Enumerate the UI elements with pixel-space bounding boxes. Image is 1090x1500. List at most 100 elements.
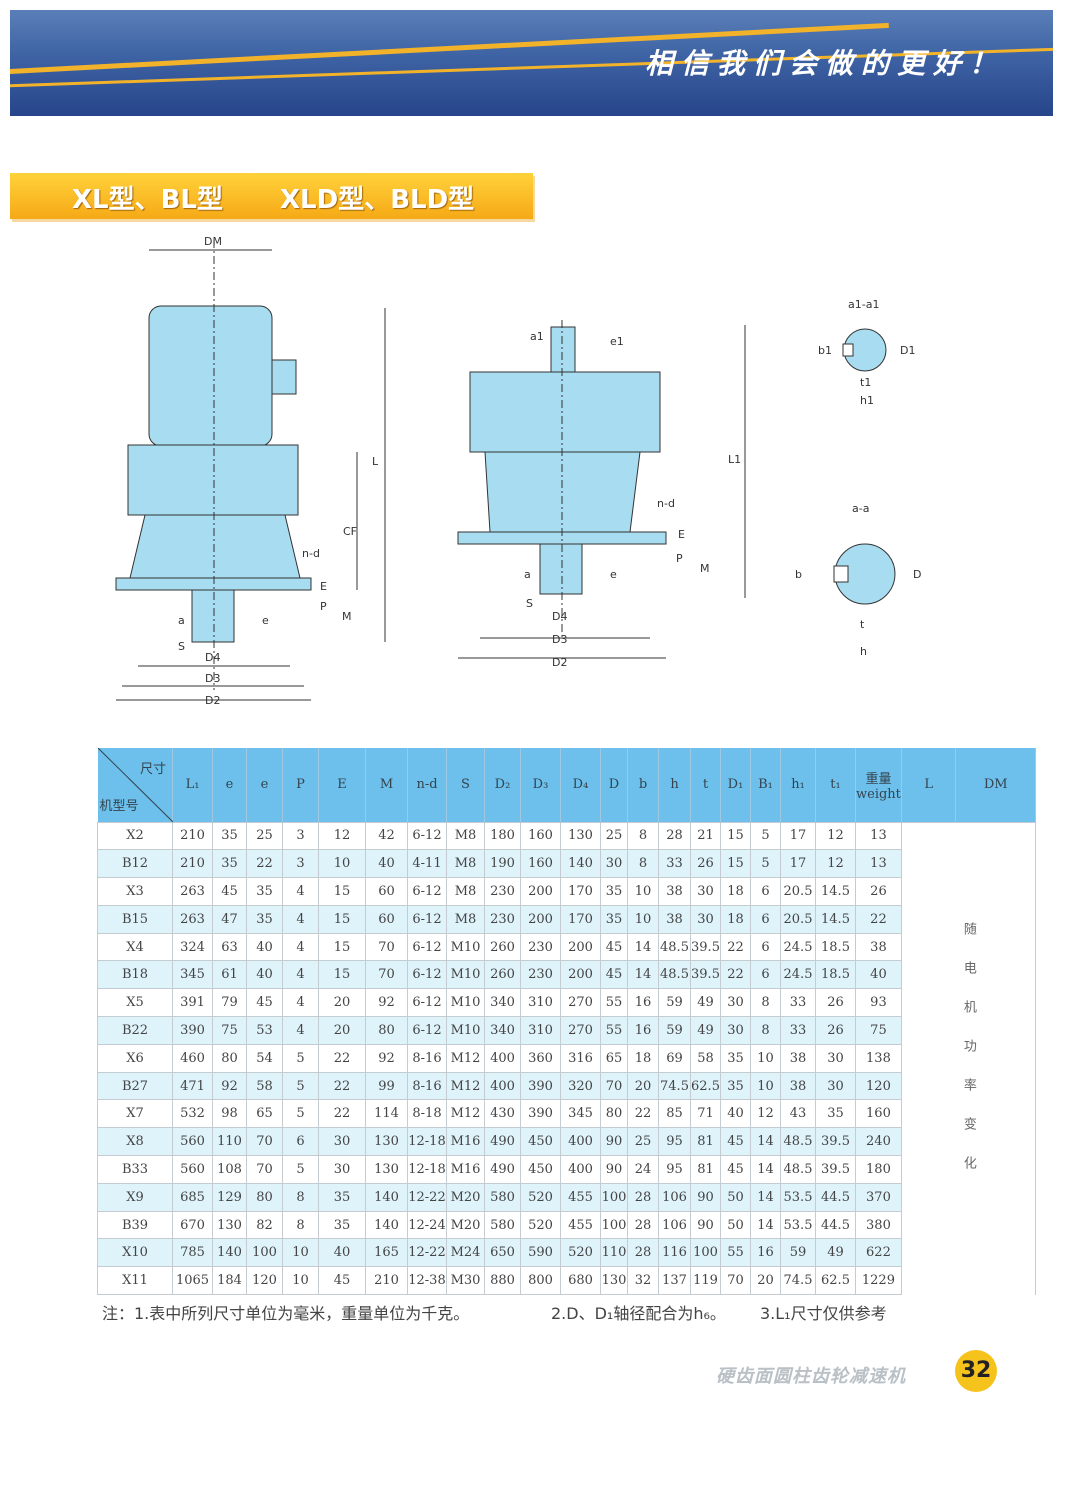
label-d: D <box>913 568 921 581</box>
value-cell: 92 <box>365 988 408 1018</box>
model-cell: X10 <box>97 1238 173 1268</box>
value-cell: 30 <box>600 849 628 879</box>
value-cell: 22 <box>720 960 751 990</box>
value-cell: 13 <box>855 821 902 851</box>
value-cell: 8 <box>282 1210 319 1240</box>
value-cell: 263 <box>172 904 213 934</box>
value-cell: 520 <box>520 1182 561 1212</box>
value-cell: 324 <box>172 932 213 962</box>
value-cell: 48.5 <box>658 932 691 962</box>
value-cell: 48.5 <box>658 960 691 990</box>
value-cell: 40 <box>246 932 283 962</box>
value-cell: 58 <box>690 1043 721 1073</box>
value-cell: 5 <box>282 1043 319 1073</box>
value-cell: 114 <box>365 1099 408 1129</box>
value-cell: 28 <box>627 1182 659 1212</box>
label-p: P <box>320 600 327 613</box>
value-cell: 30 <box>690 904 721 934</box>
section-a1-drawing <box>842 328 887 372</box>
value-cell: 6 <box>750 932 781 962</box>
value-cell: 880 <box>484 1266 521 1296</box>
value-cell: 59 <box>658 988 691 1018</box>
slogan: 相信我们会做的更好！ <box>644 47 1005 80</box>
value-cell: 15 <box>318 932 366 962</box>
value-cell: 580 <box>484 1210 521 1240</box>
value-cell: 240 <box>855 1127 902 1157</box>
value-cell: 622 <box>855 1238 902 1268</box>
value-cell: 345 <box>560 1099 601 1129</box>
value-cell: 140 <box>212 1238 247 1268</box>
model-cell: B27 <box>97 1071 173 1101</box>
value-cell: 18.5 <box>815 932 856 962</box>
column-header: L₁ <box>172 748 213 822</box>
section-a-title: a-a <box>852 502 869 515</box>
value-cell: 160 <box>855 1099 902 1129</box>
value-cell: 6-12 <box>407 960 447 990</box>
value-cell: 60 <box>365 877 408 906</box>
footer-title: 硬齿面圆柱齿轮减速机 <box>716 1366 906 1387</box>
value-cell: 263 <box>172 877 213 906</box>
value-cell: 70 <box>720 1266 751 1296</box>
value-cell: 10 <box>627 904 659 934</box>
column-header: t₁ <box>815 748 856 822</box>
value-cell: 90 <box>600 1155 628 1184</box>
value-cell: 74.5 <box>658 1071 691 1101</box>
model-cell: B39 <box>97 1210 173 1240</box>
top-banner: 相信我们会做的更好！ <box>10 10 1053 116</box>
value-cell: 80 <box>246 1182 283 1212</box>
value-cell: 5 <box>750 849 781 879</box>
value-cell: 650 <box>484 1238 521 1268</box>
value-cell: 22 <box>318 1071 366 1101</box>
column-header: e <box>212 748 247 822</box>
value-cell: 230 <box>484 904 521 934</box>
value-cell: 24.5 <box>780 960 816 990</box>
value-cell: 70 <box>246 1155 283 1184</box>
note-1: 注：1.表中所列尺寸单位为毫米，重量单位为千克。 <box>102 1304 470 1323</box>
value-cell: 12-22 <box>407 1238 447 1268</box>
value-cell: 48.5 <box>780 1127 816 1157</box>
value-cell: M24 <box>446 1238 485 1268</box>
value-cell: 12 <box>815 849 856 879</box>
value-cell: 15 <box>318 877 366 906</box>
value-cell: 110 <box>600 1238 628 1268</box>
value-cell: 14 <box>627 960 659 990</box>
value-cell: 100 <box>600 1210 628 1240</box>
value-cell: 35 <box>815 1099 856 1129</box>
label-e: E <box>320 580 327 593</box>
value-cell: 40 <box>365 849 408 879</box>
value-cell: 39.5 <box>815 1155 856 1184</box>
value-cell: 45 <box>720 1155 751 1184</box>
value-cell: 170 <box>560 904 601 934</box>
value-cell: 471 <box>172 1071 213 1101</box>
value-cell: 14 <box>750 1127 781 1157</box>
value-cell: 270 <box>560 988 601 1018</box>
value-cell: M12 <box>446 1099 485 1129</box>
label-m: M <box>342 610 352 623</box>
value-cell: M10 <box>446 960 485 990</box>
value-cell: 22 <box>318 1043 366 1073</box>
label-d3: D3 <box>205 672 220 685</box>
value-cell: 391 <box>172 988 213 1018</box>
value-cell: 70 <box>600 1071 628 1101</box>
value-cell: 4-11 <box>407 849 447 879</box>
value-cell: 680 <box>560 1266 601 1296</box>
value-cell: 30 <box>815 1043 856 1073</box>
value-cell: 58 <box>246 1071 283 1101</box>
value-cell: 455 <box>560 1210 601 1240</box>
value-cell: 80 <box>600 1099 628 1129</box>
label-d1: D1 <box>900 344 915 357</box>
value-cell: 22 <box>246 849 283 879</box>
label-dm: DM <box>204 235 222 248</box>
value-cell: 35 <box>600 877 628 906</box>
label-e-small: e <box>262 614 269 627</box>
value-cell: 65 <box>600 1043 628 1073</box>
value-cell: 3 <box>282 849 319 879</box>
value-cell: 93 <box>855 988 902 1018</box>
value-cell: 49 <box>690 988 721 1018</box>
label-nd-2: n-d <box>657 497 675 510</box>
